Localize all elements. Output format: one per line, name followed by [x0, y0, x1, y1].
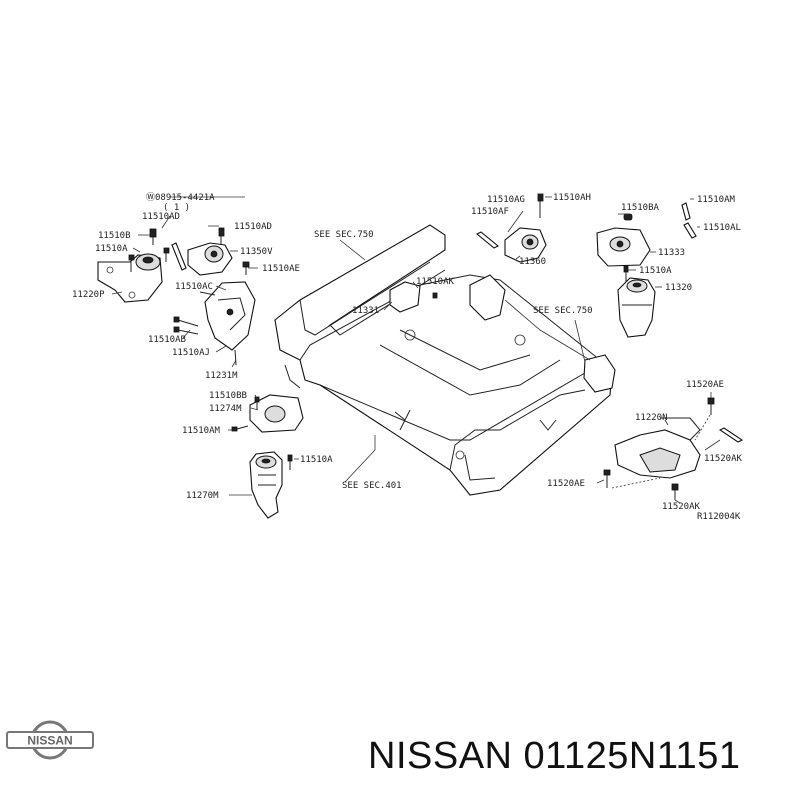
label-11510AC: 11510AC [175, 282, 213, 292]
label-11270M: 11270M [186, 491, 219, 501]
nissan-logo: NISSAN [6, 720, 94, 760]
bracket-11331 [389, 281, 438, 313]
bracket-11333 [596, 202, 697, 267]
label-11510AJ: 11510AJ [172, 348, 210, 358]
mount-11270M [249, 451, 293, 519]
label-11510AM-right: 11510AM [697, 195, 736, 205]
front-subframe [274, 224, 616, 496]
label-11510AE: 11510AE [262, 264, 300, 274]
label-11520AE-bottom: 11520AE [547, 479, 585, 489]
bracket-11231M [173, 281, 256, 366]
label-11520AE-top: 11520AE [686, 380, 724, 390]
label-11510AH: 11510AH [553, 193, 591, 203]
label-see-sec-401: SEE SEC.401 [342, 481, 402, 491]
label-see-sec-750-right: SEE SEC.750 [533, 306, 593, 316]
label-11510BB: 11510BB [209, 391, 247, 401]
label-11510A-lower: 11510A [300, 455, 333, 465]
callout-labels: Ⓦ08915-4421A ( 1 ) 11510AD 11510AD 11510… [72, 192, 743, 522]
label-11331: 11331 [352, 306, 379, 316]
label-11510AG: 11510AG [487, 195, 525, 205]
mount-11350V [187, 242, 233, 276]
mount-11320 [617, 265, 656, 338]
label-11274M: 11274M [209, 404, 242, 414]
label-11510AK: 11510AK [416, 277, 455, 287]
part-number-caption: NISSAN 01125N1151 [368, 735, 741, 777]
mount-11220N [603, 397, 744, 500]
label-ref-R112004K: R112004K [697, 512, 741, 522]
label-11220P: 11220P [72, 290, 105, 300]
label-11510AD-left: 11510AD [142, 212, 180, 222]
bolt-group-left-upper [128, 227, 250, 275]
label-11320: 11320 [665, 283, 692, 293]
mount-11220P [97, 253, 163, 303]
bracket-11274M [231, 394, 304, 433]
label-11510AL: 11510AL [703, 223, 741, 233]
label-11520AK-right: 11520AK [704, 454, 743, 464]
label-11510AB: 11510AB [148, 335, 186, 345]
label-08915-qty: ( 1 ) [163, 203, 190, 213]
label-11231M: 11231M [205, 371, 238, 381]
label-11220N: 11220N [635, 413, 668, 423]
label-11510A-left: 11510A [95, 244, 128, 254]
label-11360: 11360 [519, 257, 546, 267]
mount-11360 [475, 193, 547, 263]
label-11510AM-left: 11510AM [182, 426, 221, 436]
label-08915-4421A: Ⓦ08915-4421A [146, 192, 215, 203]
label-11510B: 11510B [98, 231, 131, 241]
label-11350V: 11350V [240, 247, 273, 257]
label-11333: 11333 [658, 248, 685, 258]
leader-lines [111, 196, 721, 504]
label-11510AF: 11510AF [471, 207, 509, 217]
label-11520AK-bottom: 11520AK [662, 502, 701, 512]
logo-text: NISSAN [27, 734, 72, 748]
label-11510AD-right: 11510AD [234, 222, 272, 232]
label-11510BA: 11510BA [621, 203, 660, 213]
label-11510A-right: 11510A [639, 266, 672, 276]
label-see-sec-750-left: SEE SEC.750 [314, 230, 374, 240]
